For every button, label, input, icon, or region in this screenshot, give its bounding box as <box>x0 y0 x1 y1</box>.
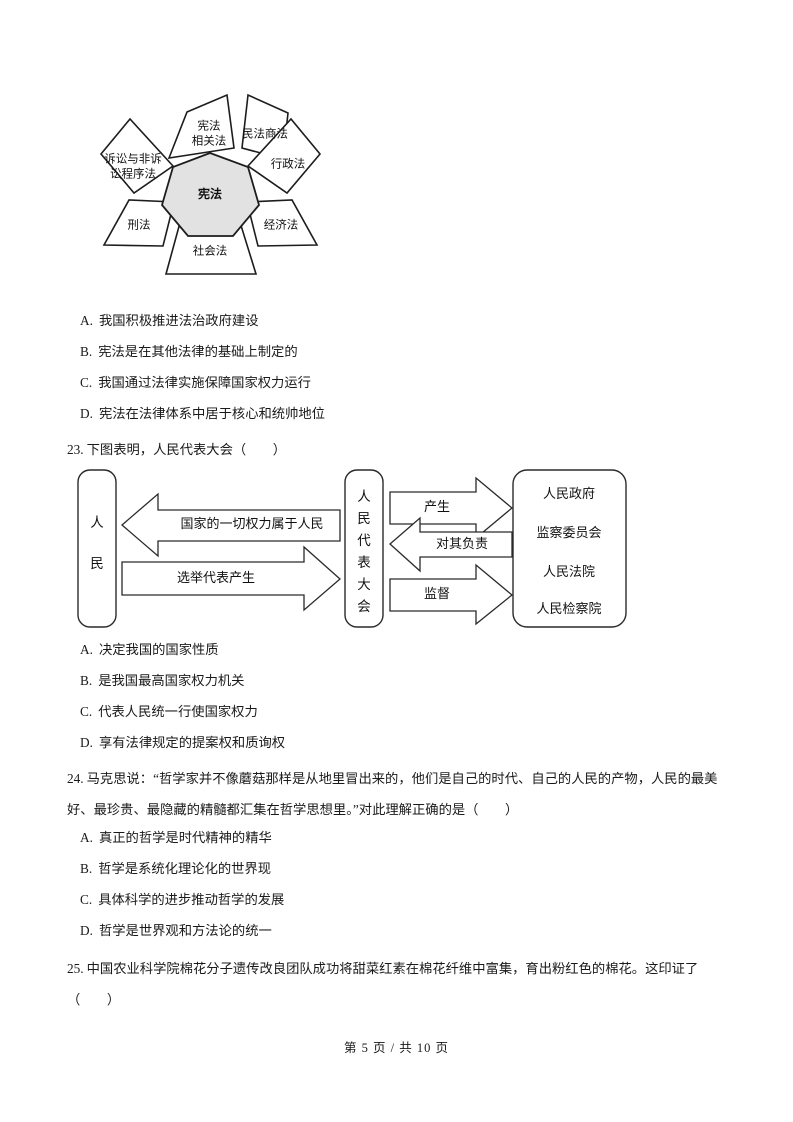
arrow-label-supervise: 监督 <box>424 586 450 601</box>
page-footer: 第 5 页 / 共 10 页 <box>0 1037 793 1056</box>
option-text: 代表人民统一行使国家权力 <box>98 704 258 719</box>
arrow-label-elect: 选举代表产生 <box>177 570 255 585</box>
option-text: 哲学是世界观和方法论的统一 <box>98 923 272 938</box>
petal-label-civil-commercial: 民法商法 <box>242 127 288 141</box>
option-letter: A. <box>80 830 93 845</box>
petal-label-economic: 经济法 <box>264 218 299 232</box>
question-23-stem: 23.下图表明，人民代表大会（ ） <box>67 440 286 460</box>
option-text: 真正的哲学是时代精神的精华 <box>98 830 272 845</box>
arrow-label-responsible: 对其负责 <box>436 536 488 551</box>
option-22-a: A. 我国积极推进法治政府建设 <box>80 311 259 331</box>
option-letter: A. <box>80 313 93 328</box>
petal-economic-law <box>245 199 319 247</box>
option-letter: A. <box>80 642 93 657</box>
option-letter: D. <box>80 735 93 750</box>
petal-criminal-law <box>102 199 176 247</box>
box-people-char-1: 人 <box>90 515 104 530</box>
option-text: 宪法在法律体系中居于核心和统帅地位 <box>98 406 325 421</box>
petal-label-litigation-2: 讼程序法 <box>110 167 156 181</box>
option-22-d: D. 宪法在法律体系中居于核心和统帅地位 <box>80 404 325 424</box>
option-24-a: A. 真正的哲学是时代精神的精华 <box>80 828 272 848</box>
option-text: 享有法律规定的提案权和质询权 <box>98 735 286 750</box>
question-stem-text: 中国农业科学院棉花分子遗传改良团队成功将甜菜红素在棉花纤维中富集，育出粉红色的棉… <box>67 961 699 1007</box>
arrow-label-all-power: 国家的一切权力属于人民 <box>180 516 323 531</box>
option-letter: B. <box>80 673 93 688</box>
option-letter: C. <box>80 892 93 907</box>
state-organ-supervisory: 监察委员会 <box>536 525 601 540</box>
box-congress-char-4: 表 <box>357 555 371 570</box>
option-24-b: B. 哲学是系统化理论化的世界现 <box>80 859 271 879</box>
option-24-d: D. 哲学是世界观和方法论的统一 <box>80 921 272 941</box>
option-text: 哲学是系统化理论化的世界现 <box>98 861 272 876</box>
box-peoples-congress <box>344 469 384 628</box>
petal-litigation-procedure-law <box>99 117 175 195</box>
petal-label-social: 社会法 <box>193 244 228 258</box>
arrow-elect-representatives <box>121 545 341 612</box>
option-letter: C. <box>80 375 93 390</box>
petal-label-administrative: 行政法 <box>271 157 306 171</box>
option-22-c: C. 我国通过法律实施保障国家权力运行 <box>80 373 311 393</box>
option-letter: B. <box>80 861 93 876</box>
arrow-responsible-to <box>389 516 513 573</box>
petal-label-constitution-related-1: 宪法 <box>198 119 221 133</box>
state-organ-government: 人民政府 <box>543 486 595 501</box>
petal-administrative-law <box>246 117 322 195</box>
core-label-constitution: 宪法 <box>198 186 222 201</box>
option-letter: D. <box>80 923 93 938</box>
arrow-label-produce: 产生 <box>424 499 450 514</box>
option-23-b: B. 是我国最高国家权力机关 <box>80 671 244 691</box>
petal-label-litigation-1: 诉讼与非诉 <box>104 153 162 166</box>
box-congress-char-2: 民 <box>357 511 371 526</box>
state-organ-court: 人民法院 <box>543 564 595 579</box>
option-letter: B. <box>80 344 93 359</box>
option-23-a: A. 决定我国的国家性质 <box>80 640 219 660</box>
option-text: 宪法是在其他法律的基础上制定的 <box>98 344 298 359</box>
state-organ-procuratorate: 人民检察院 <box>536 601 601 616</box>
petal-label-criminal: 刑法 <box>128 218 151 232</box>
option-23-d: D. 享有法律规定的提案权和质询权 <box>80 733 285 753</box>
question-stem-text: 下图表明，人民代表大会（ ） <box>86 442 287 457</box>
option-text: 是我国最高国家权力机关 <box>98 673 245 688</box>
question-24-stem: 24.马克思说：“哲学家并不像蘑菇那样是从地里冒出来的，他们是自己的时代、自己的… <box>67 763 739 825</box>
option-text: 我国通过法律实施保障国家权力运行 <box>98 375 311 390</box>
figure-legal-system-diagram: 宪法 相关法 民法商法 行政法 经济法 社会法 刑法 诉讼与非诉 讼程序法 宪法 <box>62 50 362 300</box>
question-number: 24. <box>67 771 84 786</box>
option-text: 决定我国的国家性质 <box>98 642 219 657</box>
box-people <box>77 469 117 628</box>
option-letter: D. <box>80 406 93 421</box>
box-congress-char-5: 大 <box>357 577 371 592</box>
box-congress-char-1: 人 <box>357 489 371 504</box>
figure-peoples-congress-diagram: 人 民 人 民 代 表 大 会 人民政府 监察委员会 人民法院 人民检察院 国家… <box>68 462 638 634</box>
arrow-all-power-belongs-to-people <box>121 492 341 558</box>
question-number: 25. <box>67 961 84 976</box>
option-letter: C. <box>80 704 93 719</box>
question-stem-text: 马克思说：“哲学家并不像蘑菇那样是从地里冒出来的，他们是自己的时代、自己的人民的… <box>67 771 718 817</box>
option-text: 具体科学的进步推动哲学的发展 <box>98 892 285 907</box>
question-number: 23. <box>67 442 84 457</box>
option-24-c: C. 具体科学的进步推动哲学的发展 <box>80 890 284 910</box>
box-congress-char-6: 会 <box>357 599 371 614</box>
box-state-organs <box>512 469 627 628</box>
arrow-supervise <box>389 563 514 626</box>
option-text: 我国积极推进法治政府建设 <box>98 313 259 328</box>
option-22-b: B. 宪法是在其他法律的基础上制定的 <box>80 342 298 362</box>
core-heptagon-constitution <box>161 152 260 237</box>
page-indicator: 第 5 页 / 共 10 页 <box>344 1041 449 1055</box>
petal-constitution-related-law <box>167 93 235 160</box>
box-people-char-2: 民 <box>90 556 104 571</box>
box-congress-char-3: 代 <box>357 533 371 548</box>
option-23-c: C. 代表人民统一行使国家权力 <box>80 702 258 722</box>
question-25-stem: 25.中国农业科学院棉花分子遗传改良团队成功将甜菜红素在棉花纤维中富集，育出粉红… <box>67 953 739 1015</box>
petal-label-constitution-related-2: 相关法 <box>192 134 227 148</box>
